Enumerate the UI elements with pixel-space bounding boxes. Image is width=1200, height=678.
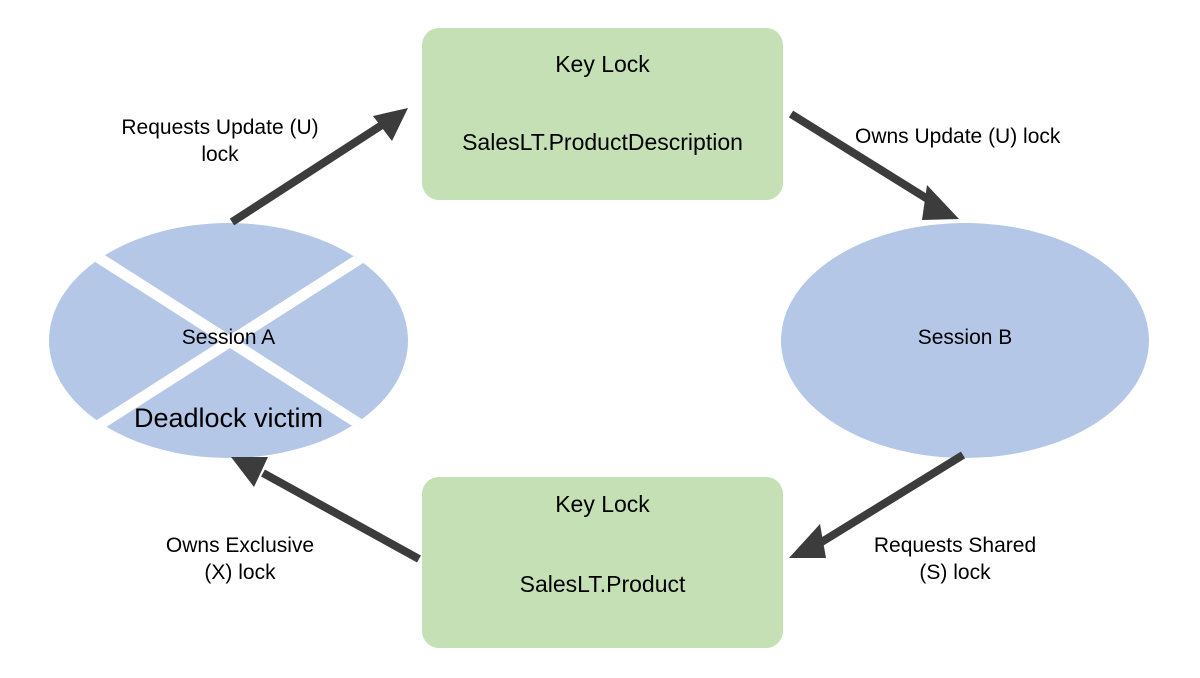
arrow-head [373,108,408,141]
node-resource-bottom[interactable] [422,477,783,648]
arrow-shaft [261,469,421,563]
arrow-shaft [229,119,388,226]
edge-label-requests-shared: Requests Shared (S) lock [873,534,1037,585]
session-b-ellipse [781,223,1149,458]
resource-bottom-rect [422,477,783,648]
node-session-a[interactable] [49,223,408,458]
edge-label-owns-exclusive: Owns Exclusive (X) lock [165,534,315,585]
arrow-head [231,457,268,487]
arrow-a-requests-update [229,108,408,226]
arrow-shaft [788,110,937,207]
arrow-head [922,185,959,220]
arrow-head [789,524,826,558]
node-session-b[interactable] [781,223,1149,458]
resource-top-rect [422,28,783,200]
edge-label-requests-update: Requests Update (U) lock [121,116,319,167]
arrow-b-requests-shared [789,451,966,558]
node-resource-top[interactable] [422,28,783,200]
arrow-b-owns-update [788,110,959,220]
deadlock-victim-cross-icon [57,228,403,455]
edge-label-owns-update: Owns Update (U) lock [855,125,1061,148]
arrow-a-owns-exclusive [231,457,421,563]
arrow-shaft [817,451,966,547]
